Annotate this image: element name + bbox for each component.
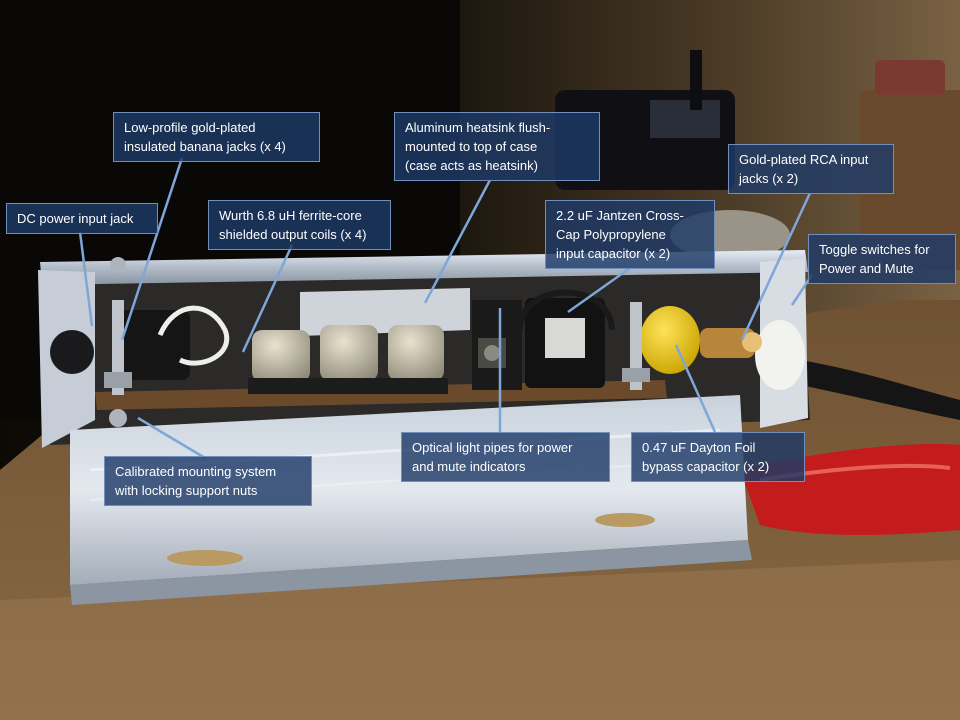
- callout-heatsink: Aluminum heatsink flush- mounted to top …: [394, 112, 600, 181]
- callout-jantzen-cap: 2.2 uF Jantzen Cross- Cap Polypropylene …: [545, 200, 715, 269]
- callout-wurth-coils: Wurth 6.8 uH ferrite-core shielded outpu…: [208, 200, 391, 250]
- leader-dayton-cap: [674, 344, 717, 433]
- callout-toggle-switches: Toggle switches for Power and Mute: [808, 234, 956, 284]
- callout-light-pipes: Optical light pipes for power and mute i…: [401, 432, 610, 482]
- callout-banana-jacks: Low-profile gold-plated insulated banana…: [113, 112, 320, 162]
- callout-mounting-system: Calibrated mounting system with locking …: [104, 456, 312, 506]
- leader-heatsink: [423, 179, 492, 304]
- leader-wurth-coils: [241, 244, 294, 353]
- leader-jantzen-cap: [567, 266, 631, 314]
- callout-dc-power-jack: DC power input jack: [6, 203, 158, 234]
- callout-dayton-cap: 0.47 uF Dayton Foil bypass capacitor (x …: [631, 432, 805, 482]
- leader-banana-jacks: [120, 157, 184, 341]
- leader-rca-jacks: [740, 192, 812, 341]
- callout-rca-jacks: Gold-plated RCA input jacks (x 2): [728, 144, 894, 194]
- leader-dc-power-jack: [78, 231, 94, 327]
- leader-mounting-system: [137, 416, 206, 460]
